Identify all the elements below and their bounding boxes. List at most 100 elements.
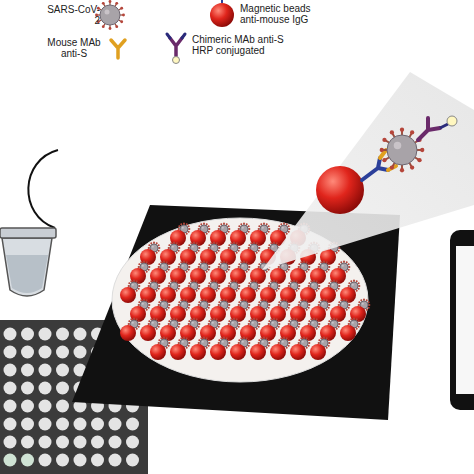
- shape: [178, 323, 180, 325]
- shape: [223, 299, 225, 301]
- shape: [163, 299, 165, 301]
- shape: [238, 342, 240, 344]
- shape: [182, 341, 184, 343]
- well: [74, 346, 87, 359]
- shape: [243, 261, 245, 263]
- shape: [198, 323, 200, 325]
- shape: [333, 280, 335, 282]
- shape: [348, 323, 350, 325]
- shape: [202, 303, 204, 305]
- shape: [288, 285, 290, 287]
- shape: [258, 323, 260, 325]
- magnetic-bead: [130, 268, 146, 284]
- well: [56, 364, 69, 377]
- well: [91, 454, 104, 467]
- magnetic-bead: [210, 230, 226, 246]
- well: [56, 400, 69, 413]
- shape: [238, 247, 240, 249]
- shape: [218, 323, 220, 325]
- shape: [253, 242, 255, 244]
- shape: [178, 266, 180, 268]
- shape: [338, 247, 340, 249]
- shape: [252, 284, 254, 286]
- magnetic-bead: [160, 287, 176, 303]
- shape: [212, 322, 214, 324]
- shape: [368, 304, 370, 306]
- shape: [218, 342, 220, 344]
- well: [56, 454, 69, 467]
- shape: [183, 299, 185, 301]
- well: [39, 400, 52, 413]
- shape: [268, 228, 270, 230]
- shape: [208, 228, 210, 230]
- shape: [218, 247, 220, 249]
- shape: [338, 304, 340, 306]
- shape: [338, 266, 340, 268]
- shape: [218, 304, 220, 306]
- shape: [313, 280, 315, 282]
- shape: [352, 322, 354, 324]
- shape: [292, 284, 294, 286]
- magnetic-bead: [220, 287, 236, 303]
- well: [4, 400, 17, 413]
- shape: [153, 318, 155, 320]
- magnetic-bead: [230, 306, 246, 322]
- well: [39, 346, 52, 359]
- well: [39, 418, 52, 431]
- well: [109, 454, 122, 467]
- well: [4, 328, 17, 341]
- shape: [342, 265, 344, 267]
- magnetic-bead: [190, 268, 206, 284]
- well: [56, 328, 69, 341]
- shape: [323, 299, 325, 301]
- shape: [318, 304, 320, 306]
- shape: [178, 342, 180, 344]
- well: [21, 328, 34, 341]
- shape: [238, 266, 240, 268]
- shape: [242, 303, 244, 305]
- magnetic-bead: [120, 287, 136, 303]
- shape: [208, 323, 210, 325]
- shape: [298, 266, 300, 268]
- shape: [258, 247, 260, 249]
- shape: [248, 342, 250, 344]
- shape: [343, 261, 345, 263]
- well: [56, 418, 69, 431]
- shape: [233, 242, 235, 244]
- shape: [332, 284, 334, 286]
- magnetic-bead: [140, 249, 156, 265]
- shape: [198, 266, 200, 268]
- shape: [208, 266, 210, 268]
- well: [4, 364, 17, 377]
- shape: [212, 284, 214, 286]
- shape: [168, 323, 170, 325]
- shape: [188, 304, 190, 306]
- shape: [308, 266, 310, 268]
- shape: [243, 299, 245, 301]
- shape: [202, 227, 204, 229]
- magnetic-bead: [220, 249, 236, 265]
- shape: [192, 246, 194, 248]
- shape: [298, 323, 300, 325]
- shape: [218, 285, 220, 287]
- shape: [168, 266, 170, 268]
- shape: [168, 304, 170, 306]
- shape: [208, 247, 210, 249]
- shape: [338, 323, 340, 325]
- shape: [168, 247, 170, 249]
- shape: [188, 323, 190, 325]
- shape: [173, 280, 175, 282]
- well: [4, 454, 17, 467]
- shape: [228, 285, 230, 287]
- well: [21, 436, 34, 449]
- shape: [192, 284, 194, 286]
- shape: [162, 341, 164, 343]
- shape: [198, 342, 200, 344]
- shape: [142, 265, 144, 267]
- shape: [222, 265, 224, 267]
- well: [39, 328, 52, 341]
- shape: [183, 337, 185, 339]
- shape: [238, 285, 240, 287]
- shape: [158, 285, 160, 287]
- shape: [258, 285, 260, 287]
